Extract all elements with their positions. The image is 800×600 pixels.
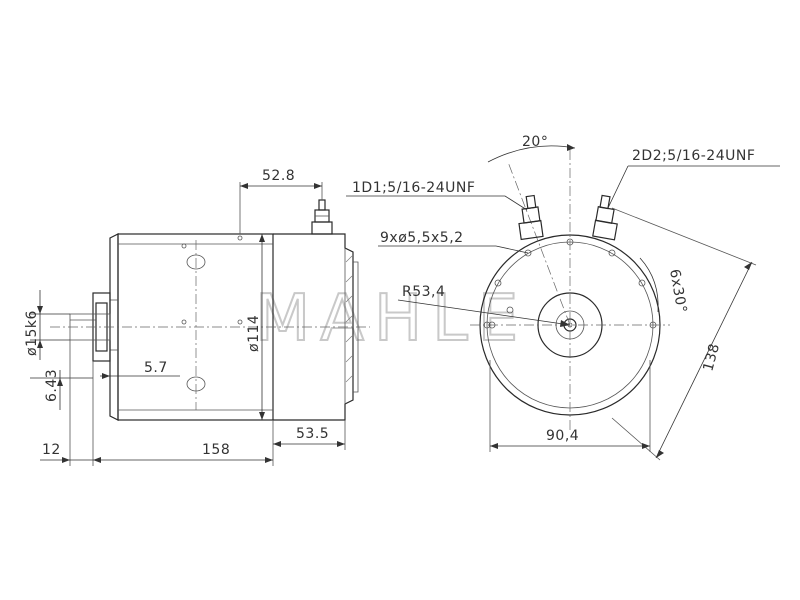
side-dimensions: 52.8 ø15k6 6.43 5.7 12 158 ø114: [24, 168, 346, 466]
dim-terminal-offset: 52.8: [262, 168, 295, 184]
dim-shaft-diameter: ø15k6: [24, 310, 40, 356]
dim-overall-height: 138: [700, 342, 723, 373]
terminal-stud-side: [311, 199, 333, 235]
dim-key-offset: 6.43: [44, 369, 60, 402]
terminal-1-label: 1D1;5/16-24UNF: [352, 180, 475, 196]
dim-width: 90,4: [546, 428, 579, 444]
terminal-2: [592, 194, 618, 241]
mount-holes: [483, 238, 657, 329]
dim-terminal-angle: 20°: [522, 134, 548, 150]
mount-hole-spec: 9xø5,5x5,2: [380, 230, 464, 246]
watermark: MAHLE: [255, 282, 528, 356]
dim-hole-spacing: 6x30°: [666, 268, 689, 315]
dim-shoulder-length: 5.7: [144, 360, 168, 376]
dim-shaft-length: 12: [42, 442, 61, 458]
terminal-1: [518, 194, 544, 241]
dim-body-length: 158: [202, 442, 230, 458]
terminal-2-label: 2D2;5/16-24UNF: [632, 148, 755, 164]
end-cap-hatch: [345, 255, 353, 383]
dim-mount-radius: R53,4: [402, 284, 445, 300]
side-view: [50, 199, 370, 421]
dim-body-diameter: ø114: [246, 315, 262, 352]
body-features: [110, 235, 243, 392]
dim-end-cap-length: 53.5: [296, 426, 329, 442]
end-view: [470, 150, 670, 430]
end-cap: [273, 233, 354, 421]
end-dimensions: 20° 1D1;5/16-24UNF 2D2;5/16-24UNF 9xø5,5…: [346, 134, 780, 461]
